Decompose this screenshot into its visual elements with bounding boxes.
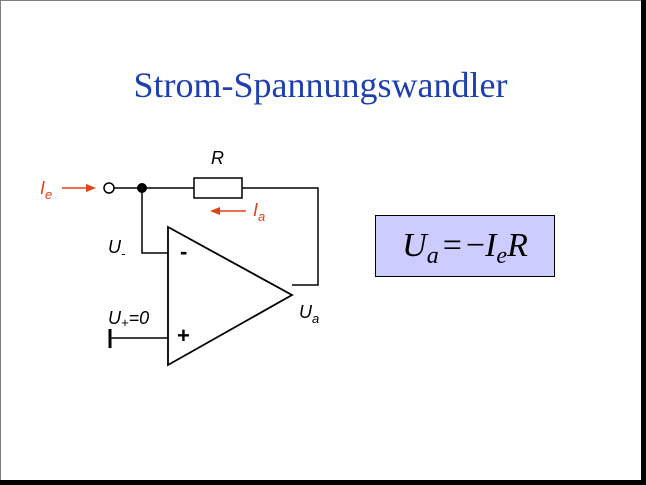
noninverting-input-sign: +: [177, 323, 190, 348]
opamp-triangle: [167, 225, 294, 367]
inverting-input-wire: [141, 188, 168, 254]
formula-current: I: [485, 227, 497, 264]
resistor: [193, 177, 243, 199]
formula-lhs: U: [402, 227, 427, 264]
inverting-input-sign: -: [180, 239, 188, 264]
input-terminal: [103, 182, 115, 194]
noninverting-voltage-label: U+=0: [108, 308, 150, 330]
formula-lhs-sub: a: [426, 242, 439, 269]
output-voltage-label: Ua: [299, 302, 320, 326]
formula-resistance: R: [507, 227, 528, 264]
inverting-voltage-label: U-: [108, 237, 126, 261]
feedback-current-label: Ia: [253, 200, 266, 224]
formula-current-sub: e: [496, 242, 508, 269]
feedback-wire: [242, 187, 319, 286]
resistor-label: R: [211, 148, 224, 168]
ia-arrow-head: [210, 207, 220, 215]
slide-title: Strom-Spannungswandler: [133, 65, 508, 105]
input-current-label: Ie: [40, 178, 53, 202]
formula-equals: =: [442, 227, 462, 264]
ie-arrow-head: [86, 184, 96, 192]
formula-minus: −: [465, 227, 486, 264]
